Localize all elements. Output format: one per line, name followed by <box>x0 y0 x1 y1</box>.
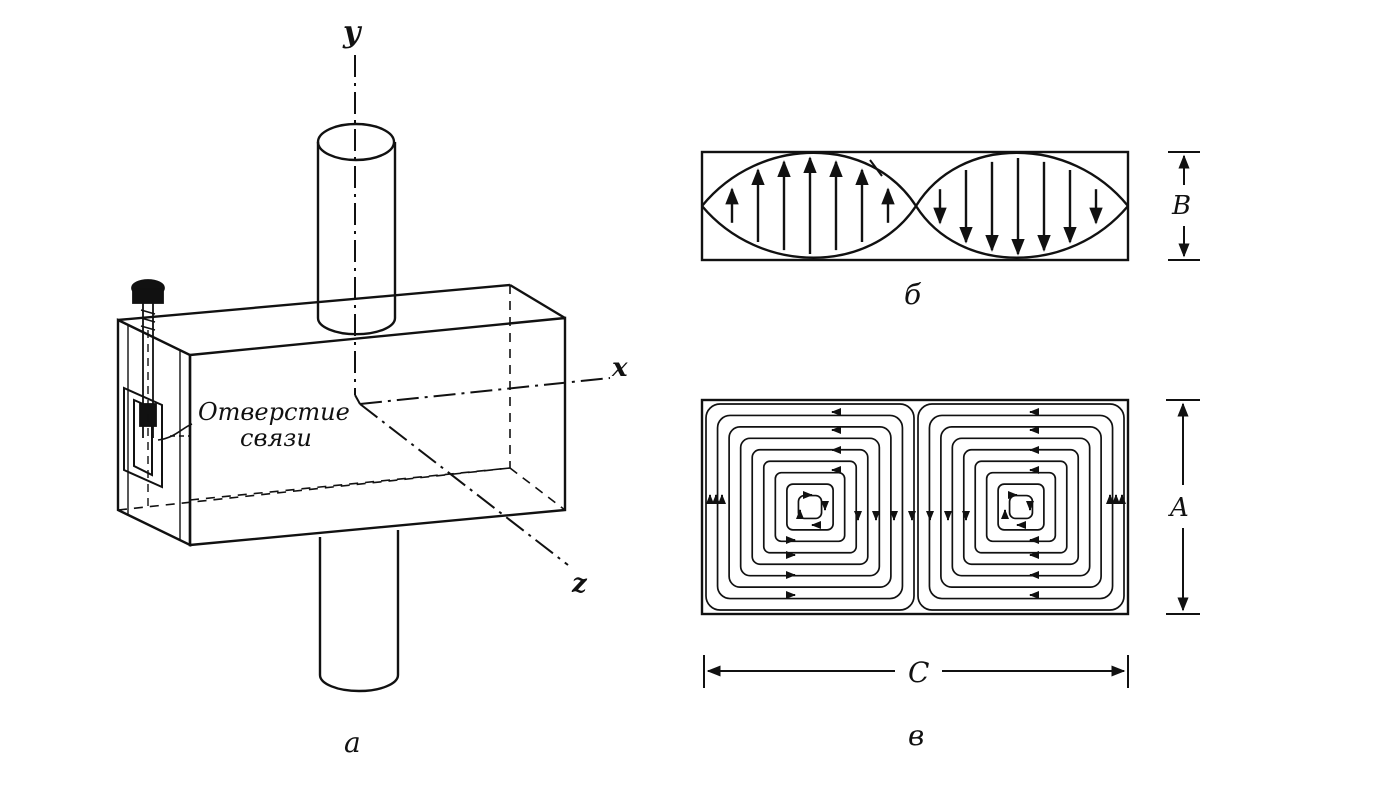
field-loop <box>705 403 915 611</box>
fig-a-caption: a <box>344 726 361 759</box>
panel-a <box>116 55 611 693</box>
field-loop <box>751 448 869 566</box>
axis-y-label: y <box>342 15 363 50</box>
fig-b-caption: б <box>904 278 922 311</box>
dim-a <box>1166 399 1200 615</box>
panel-v-field-loops <box>705 403 1125 611</box>
dim-c <box>703 655 1129 688</box>
z-axis-line <box>359 403 569 566</box>
field-loop <box>951 437 1091 577</box>
panel-v <box>700 398 1130 616</box>
field-loop <box>974 460 1068 554</box>
field-loop <box>940 426 1102 588</box>
field-loop <box>762 460 858 554</box>
tuning-screw-icon <box>131 279 165 438</box>
dim-c-label: C <box>908 656 929 689</box>
field-loop <box>739 437 881 577</box>
panel-v-frame <box>700 398 1130 616</box>
field-loop <box>928 414 1114 600</box>
panel-b-wave-upper <box>701 151 1129 259</box>
dim-b-label: B <box>1171 191 1191 221</box>
field-loop <box>797 494 823 520</box>
field-loop <box>774 471 846 543</box>
upper-rod <box>316 122 397 336</box>
hole-label-line1: Отверстие <box>198 398 350 426</box>
dim-b <box>1168 151 1200 261</box>
hole-leader <box>157 423 193 441</box>
axis-x-label: x <box>611 353 628 383</box>
field-loop <box>997 483 1045 531</box>
dim-a-label: A <box>1168 493 1189 523</box>
axis-z-label: z <box>571 569 588 599</box>
hole-label-line2: связи <box>240 424 312 452</box>
field-loop <box>786 483 834 531</box>
field-loop <box>917 403 1125 611</box>
field-loop <box>985 471 1057 543</box>
fig-v-caption: в <box>908 719 924 752</box>
field-loop <box>962 448 1080 566</box>
panel-b-wave-lower <box>701 151 1129 259</box>
x-axis-line <box>359 377 611 405</box>
waveguide-box <box>116 283 567 547</box>
lower-rod <box>318 530 400 693</box>
field-loop <box>728 426 892 588</box>
panel-b <box>700 150 1130 262</box>
field-loop <box>716 414 904 600</box>
panel-v-field-arrows <box>706 408 1126 599</box>
panel-b-field-arrows <box>725 156 1103 256</box>
